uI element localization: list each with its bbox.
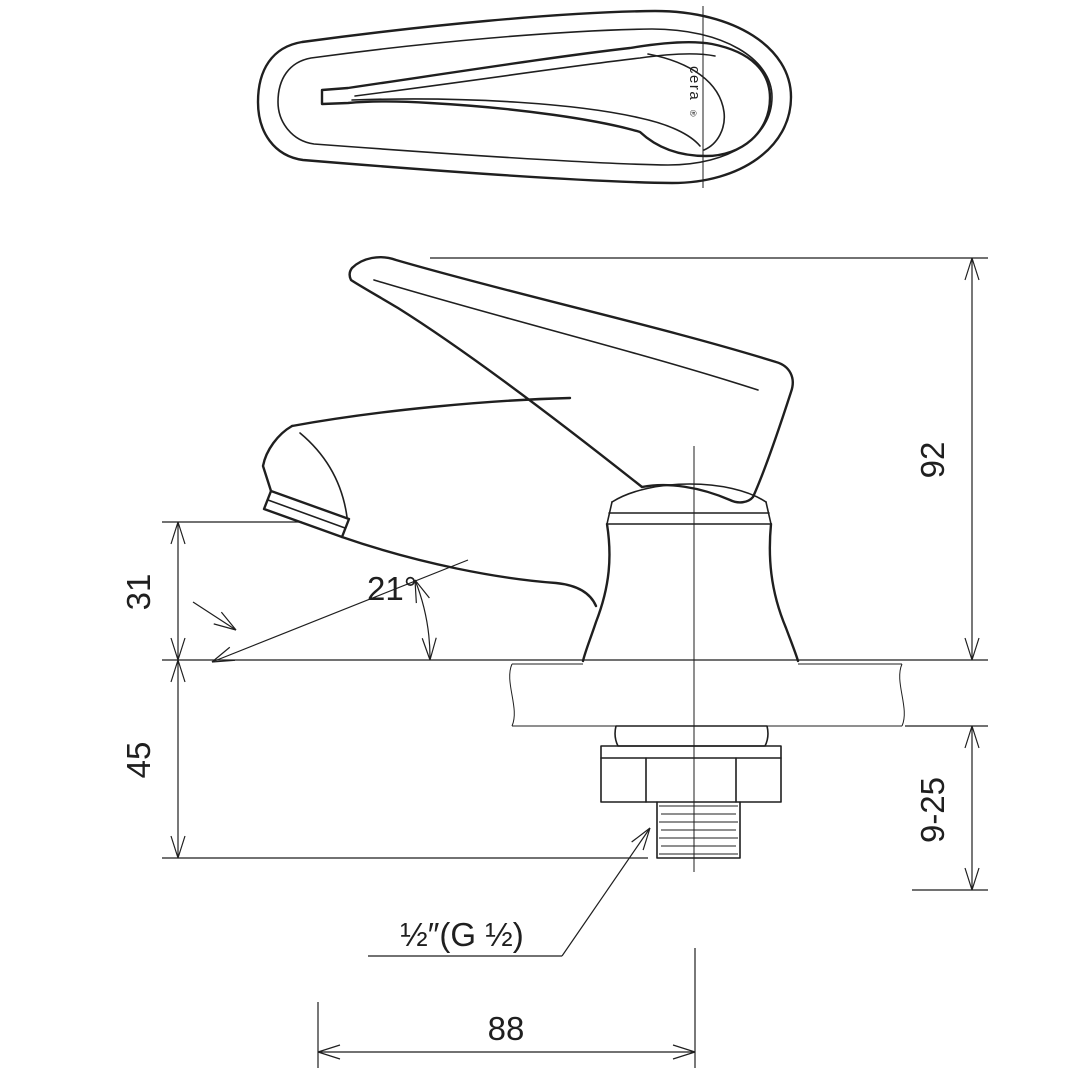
- brand-registered-icon: ®: [688, 110, 698, 118]
- angle-arc: [414, 579, 431, 661]
- mounting-nut-outline: [600, 745, 782, 803]
- dim-88-label: 88: [488, 1010, 525, 1047]
- arrow-thread-leader: [631, 827, 651, 851]
- thread-lines: [659, 805, 738, 855]
- dim-31-label: 31: [120, 574, 157, 611]
- body-left-contour: [581, 522, 611, 663]
- arrow-92-bottom: [964, 637, 980, 661]
- dimensions: 92 9-25 31 45 88 21°: [120, 257, 988, 1068]
- deck-break-left: [509, 663, 515, 727]
- dim-9-25-label: 9-25: [914, 777, 951, 843]
- arrow-88-right: [672, 1044, 696, 1060]
- deck-section: [509, 663, 905, 859]
- arrow-9-25-top: [964, 725, 980, 749]
- arrow-92-top: [964, 257, 980, 281]
- angle-incline-line: [211, 559, 469, 663]
- handle-plan-inner-rim: [277, 28, 773, 166]
- lever-plan-teardrop-swirl: [647, 53, 726, 151]
- arrow-88-left: [317, 1044, 341, 1060]
- bonnet-dome: [611, 483, 767, 503]
- arrow-aerator-leader: [213, 611, 237, 631]
- spout-underside: [340, 535, 598, 608]
- arrow-45-bottom: [170, 835, 186, 859]
- spout-tip-face: [261, 424, 294, 493]
- spout-top-edge: [290, 396, 572, 428]
- thread-leader-line: [561, 827, 651, 957]
- brand-text: cera ®: [686, 66, 703, 118]
- arrow-arc-bottom: [421, 637, 437, 661]
- aerator-leader-line: [192, 601, 237, 631]
- arrow-9-25-bottom: [964, 867, 980, 891]
- thread-size-label: ½″(G ½): [400, 916, 524, 953]
- arrow-45-top: [170, 659, 186, 683]
- plan-view: cera ®: [256, 6, 793, 188]
- arrow-31-bottom: [170, 637, 186, 661]
- body-right-contour: [768, 522, 800, 663]
- dim-45-label: 45: [120, 742, 157, 779]
- lever-plan-bottom-crease: [351, 98, 701, 147]
- mounting-nut-facets: [645, 757, 737, 803]
- handle-plan-outer-outline: [256, 9, 793, 185]
- handle-side-outline: [348, 256, 794, 504]
- dim-92-label: 92: [914, 442, 951, 479]
- angle-label: 21°: [367, 570, 417, 607]
- arrow-arc-top: [414, 579, 430, 604]
- deck-break-right: [899, 663, 905, 727]
- lever-plan-outline: [320, 40, 772, 158]
- flange-washer: [614, 725, 769, 747]
- arrow-incline-end: [211, 646, 236, 663]
- aerator-face-line: [267, 499, 346, 529]
- lever-plan-top-crease: [354, 53, 716, 97]
- brand-name: cera: [686, 66, 703, 101]
- side-view: [261, 256, 800, 872]
- arrow-31-top: [170, 521, 186, 545]
- spout-tip-inner-edge: [299, 432, 348, 518]
- handle-side-crease: [373, 279, 759, 391]
- threaded-stem-outline: [656, 801, 741, 859]
